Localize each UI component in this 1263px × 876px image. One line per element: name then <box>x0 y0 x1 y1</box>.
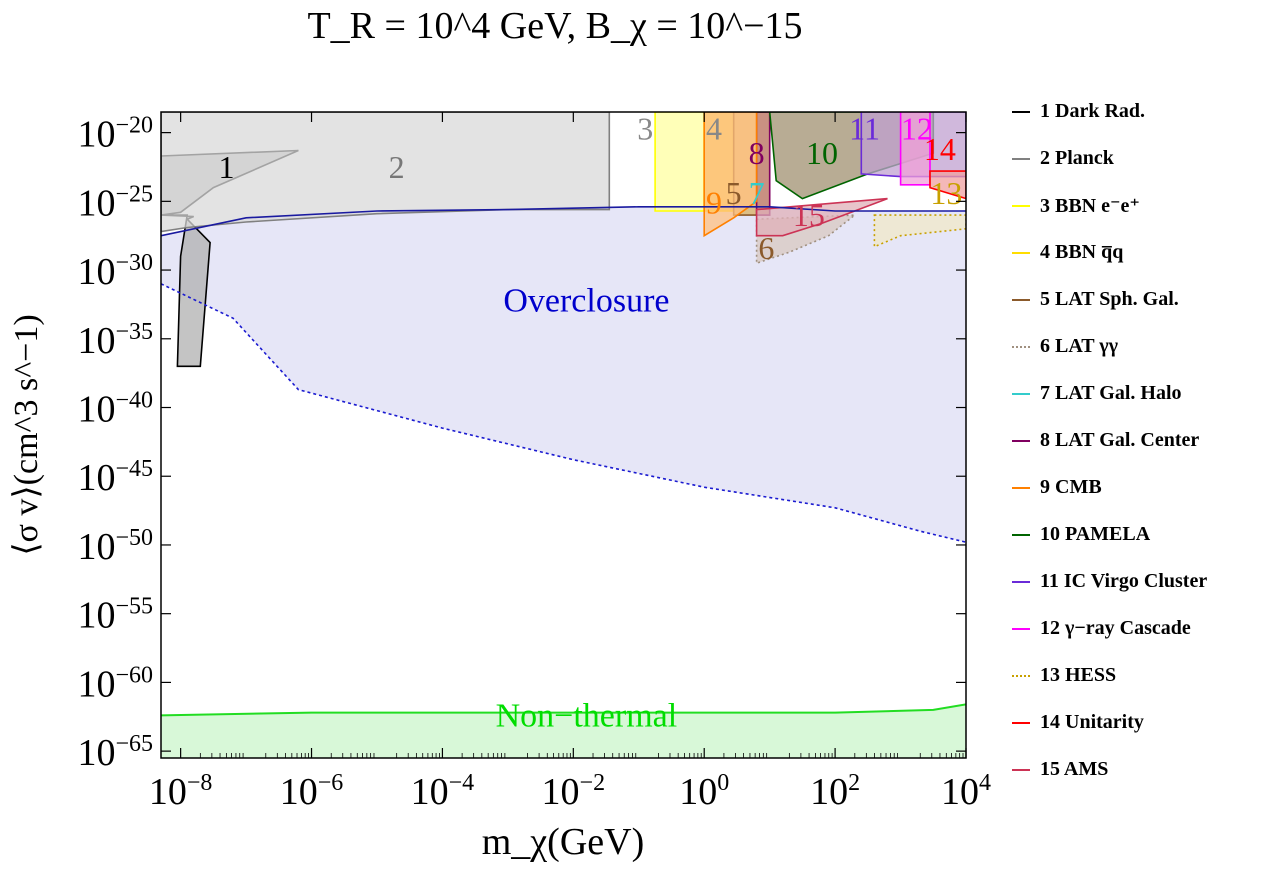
x-axis-label: m_χ(GeV) <box>481 821 645 863</box>
legend-swatch <box>1012 721 1030 724</box>
region-label-15: 14 <box>924 131 956 167</box>
y-tick-label: 10−20 <box>77 113 153 156</box>
y-tick-label: 10−25 <box>77 181 153 224</box>
region-label-7: 6 <box>758 230 774 266</box>
legend-swatch <box>1012 674 1030 677</box>
legend-label: 6 LAT γγ <box>1040 335 1118 357</box>
overclosure-line <box>161 206 966 237</box>
y-tick-label: 10−45 <box>77 456 153 499</box>
region-label-1: Non−thermal <box>496 697 678 734</box>
legend-label: 9 CMB <box>1040 476 1102 498</box>
legend-item: 2 Planck <box>1012 135 1262 182</box>
legend-label: 1 Dark Rad. <box>1040 100 1146 122</box>
legend-item: 9 CMB <box>1012 464 1262 511</box>
legend-swatch <box>1012 533 1030 536</box>
legend-swatch <box>1012 204 1030 207</box>
legend-swatch <box>1012 251 1030 254</box>
y-tick-label: 10−65 <box>77 731 153 774</box>
region-label-0: Overclosure <box>503 282 669 319</box>
nonthermal-line <box>161 703 966 717</box>
legend-label: 5 LAT Sph. Gal. <box>1040 288 1179 310</box>
legend-item: 5 LAT Sph. Gal. <box>1012 276 1262 323</box>
legend-label: 3 BBN e⁻e⁺ <box>1040 195 1140 217</box>
region-label-2: 1 <box>218 149 234 185</box>
legend-label: 15 AMS <box>1040 758 1109 780</box>
legend-swatch <box>1012 392 1030 395</box>
x-tick-label: 102 <box>810 770 860 813</box>
legend-item: 1 Dark Rad. <box>1012 88 1262 135</box>
y-tick-label: 10−40 <box>77 388 153 431</box>
y-axis-label: ⟨σ v⟩(cm^3 s^−1) <box>8 314 45 556</box>
legend-item: 8 LAT Gal. Center <box>1012 417 1262 464</box>
legend-item: 14 Unitarity <box>1012 699 1262 746</box>
region-label-8: 7 <box>749 175 765 211</box>
legend-label: 12 γ−ray Cascade <box>1040 617 1191 639</box>
region-label-5: 4 <box>706 110 722 146</box>
legend-swatch <box>1012 768 1030 771</box>
legend-item: 12 γ−ray Cascade <box>1012 605 1262 652</box>
legend-swatch <box>1012 157 1030 160</box>
legend-label: 8 LAT Gal. Center <box>1040 429 1200 451</box>
legend-swatch <box>1012 439 1030 442</box>
region-14 <box>929 170 966 200</box>
legend-swatch <box>1012 345 1030 348</box>
x-tick-label: 10−8 <box>149 770 213 813</box>
legend-label: 2 Planck <box>1040 147 1114 169</box>
y-tick-label: 10−35 <box>77 319 153 362</box>
legend-swatch <box>1012 580 1030 583</box>
region-label-13: 12 <box>901 110 933 146</box>
legend-label: 4 BBN q̅q <box>1040 241 1124 263</box>
region-9 <box>703 112 758 238</box>
y-tick-label: 10−50 <box>77 525 153 568</box>
region-label-14: 13 <box>930 175 962 211</box>
x-tick-label: 10−4 <box>411 770 475 813</box>
chart-title: T_R = 10^4 GeV, B_χ = 10^−15 <box>307 5 803 47</box>
region-2 <box>161 112 611 233</box>
legend-swatch <box>1012 298 1030 301</box>
y-tick-label: 10−55 <box>77 594 153 637</box>
nonthermal-region <box>161 704 966 758</box>
legend: 1 Dark Rad. 2 Planck 3 BBN e⁻e⁺ 4 BBN q̅q 5 … <box>1012 88 1262 793</box>
legend-swatch <box>1012 486 1030 489</box>
region-label-3: 2 <box>389 149 405 185</box>
region-label-11: 10 <box>806 135 838 171</box>
x-tick-label: 104 <box>941 770 991 813</box>
legend-item: 11 IC Virgo Cluster <box>1012 558 1262 605</box>
legend-label: 10 PAMELA <box>1040 523 1151 545</box>
legend-item: 13 HESS <box>1012 652 1262 699</box>
region-label-6: 5 <box>726 175 742 211</box>
legend-label: 11 IC Virgo Cluster <box>1040 570 1208 592</box>
legend-label: 7 LAT Gal. Halo <box>1040 382 1182 404</box>
legend-swatch <box>1012 110 1030 113</box>
legend-item: 6 LAT γγ <box>1012 323 1262 370</box>
legend-item: 4 BBN q̅q <box>1012 229 1262 276</box>
x-tick-label: 10−6 <box>280 770 344 813</box>
legend-item: 15 AMS <box>1012 746 1262 793</box>
legend-item: 3 BBN e⁻e⁺ <box>1012 182 1262 229</box>
region-label-4: 3 <box>637 110 653 146</box>
legend-item: 7 LAT Gal. Halo <box>1012 370 1262 417</box>
x-tick-label: 10−2 <box>542 770 606 813</box>
region-label-12: 11 <box>849 110 880 146</box>
legend-swatch <box>1012 627 1030 630</box>
x-tick-label: 100 <box>679 770 729 813</box>
legend-label: 14 Unitarity <box>1040 711 1144 733</box>
overclosure-region <box>161 206 966 543</box>
region-label-16: 15 <box>793 197 825 233</box>
region-13 <box>873 214 966 248</box>
legend-item: 10 PAMELA <box>1012 511 1262 558</box>
y-tick-label: 10−30 <box>77 250 153 293</box>
y-tick-label: 10−60 <box>77 662 153 705</box>
region-label-10: 9 <box>706 185 722 221</box>
region-label-9: 8 <box>749 135 765 171</box>
region-3 <box>654 112 706 212</box>
legend-label: 13 HESS <box>1040 664 1117 686</box>
